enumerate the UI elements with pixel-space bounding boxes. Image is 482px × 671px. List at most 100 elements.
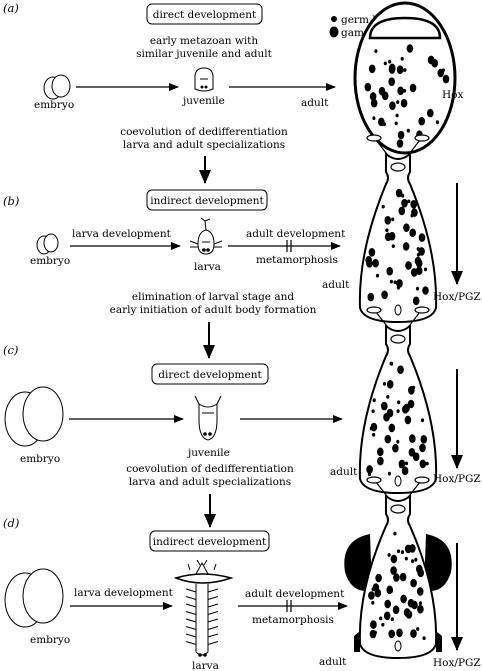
gamete-dot (410, 200, 418, 209)
gamete-dot (370, 98, 378, 108)
axis-label-c: Hox/PGZ (433, 473, 481, 485)
panel-letter-b: (b) (3, 194, 19, 208)
juvenile-label-a: juvenile (181, 95, 225, 107)
germ-line-dot (400, 68, 404, 72)
germ-line-dot (400, 550, 405, 555)
gamete-dot (384, 599, 392, 609)
gamete-dot (364, 82, 372, 92)
gamete-dot (437, 68, 445, 78)
germ-line-dot (396, 439, 400, 444)
germ-line-dot (371, 600, 375, 605)
larva-icon-b (189, 217, 223, 255)
gamete-dot (370, 620, 377, 629)
gamete-dot (368, 64, 376, 74)
panel-b: (b) indirect development embryo larva de… (3, 134, 481, 359)
germ-line-dot (393, 280, 397, 285)
embryo-label-a: embryo (34, 99, 74, 111)
gamete-dot (396, 65, 404, 74)
adult-label-d: adult (319, 656, 347, 668)
gamete-dot (412, 296, 420, 306)
germ-line-dot (372, 116, 376, 120)
caption-line-1: early metazoan with (150, 35, 259, 47)
gamete-dot (404, 415, 412, 425)
gamete-dot (377, 447, 384, 457)
gamete-dot (393, 573, 400, 582)
juvenile-label-c: juvenile (186, 447, 230, 459)
germ-line-dot (372, 398, 376, 403)
germ-line-dot (406, 128, 410, 133)
gamete-dot (388, 65, 396, 74)
gamete-dot (403, 223, 410, 232)
gamete-dot (417, 568, 425, 578)
panel-c: (c) direct development embryo juvenile a… (3, 306, 481, 528)
embryo-label-d: embryo (30, 634, 70, 646)
stage-box-b (146, 189, 268, 211)
germ-line-dot (415, 286, 420, 291)
gamete-dot (419, 443, 426, 453)
metamorphosis-break-d (286, 600, 292, 612)
transition-ab-line-1: coevolution of dedifferentiation (120, 126, 288, 138)
germ-line-dot (375, 273, 380, 278)
juvenile-icon (194, 67, 214, 92)
germ-line-dot (389, 279, 393, 284)
adult-dev-label-d: adult development (245, 588, 345, 600)
stage-box-a (146, 3, 263, 25)
germ-line-dot (391, 244, 395, 249)
gamete-dot (384, 216, 392, 225)
germ-line-dot (422, 636, 426, 641)
stage-box-label-c: direct development (158, 369, 262, 381)
gamete-dot (414, 256, 422, 266)
gamete-dot (390, 554, 398, 564)
gamete-dot (442, 74, 450, 84)
gamete-dot (406, 44, 414, 53)
gamete-dot (418, 116, 426, 126)
germ-line-dot (389, 361, 393, 366)
transition-ab-line-2: larva and adult specializations (123, 139, 285, 151)
gamete-dot (412, 452, 420, 462)
germ-line-dot (425, 461, 429, 466)
adult-body-a (353, 1, 457, 155)
adult-label-c: adult (330, 466, 358, 478)
gamete-dot (375, 573, 382, 583)
gamete-dot (409, 83, 417, 93)
adult-dev-label-b: adult development (246, 228, 346, 240)
stage-box-c (151, 363, 269, 385)
germ-line-dot (367, 472, 371, 477)
metamorphosis-label-d: metamorphosis (252, 614, 334, 626)
gamete-dot (381, 91, 389, 101)
germ-line-dot (418, 601, 422, 606)
germ-line-dot (404, 556, 408, 561)
gamete-dot (401, 466, 409, 476)
larva-dev-label-d: larva development (74, 587, 174, 599)
gamete-dot (366, 465, 373, 474)
stage-box-d (149, 530, 270, 552)
germ-line-dot (383, 61, 387, 66)
gamete-dot (402, 242, 410, 251)
gamete-dot (415, 266, 423, 276)
gamete-dot (408, 386, 415, 395)
germ-line-legend-dot (331, 16, 337, 22)
transition-bc-line-2: early initiation of adult body formation (110, 304, 317, 316)
gamete-dot (422, 286, 429, 295)
panel-letter-c: (c) (3, 343, 18, 357)
metamorphosis-break-b (286, 240, 292, 252)
gamete-dot (372, 583, 380, 592)
gamete-dot (388, 629, 396, 639)
germ-line-dot (382, 122, 386, 127)
gamete-dot (396, 139, 404, 148)
embryo-icon (4, 386, 64, 447)
germ-line-dot (396, 100, 400, 104)
gamete-dot (366, 259, 373, 268)
germ-line-dot (416, 627, 420, 631)
axis-label-d: Hox/PGZ (433, 657, 481, 669)
gamete-dot (392, 443, 399, 453)
gamete-dot (410, 268, 418, 277)
gamete-dots-a (364, 44, 450, 148)
gamete-dot (401, 198, 408, 208)
embryo-label-b: embryo (30, 255, 70, 267)
panel-letter-d: (d) (3, 516, 19, 530)
germ-line-dot (374, 49, 378, 53)
transition-cd-line-2: larva and adult specializations (129, 476, 291, 488)
gamete-dot (405, 610, 413, 619)
